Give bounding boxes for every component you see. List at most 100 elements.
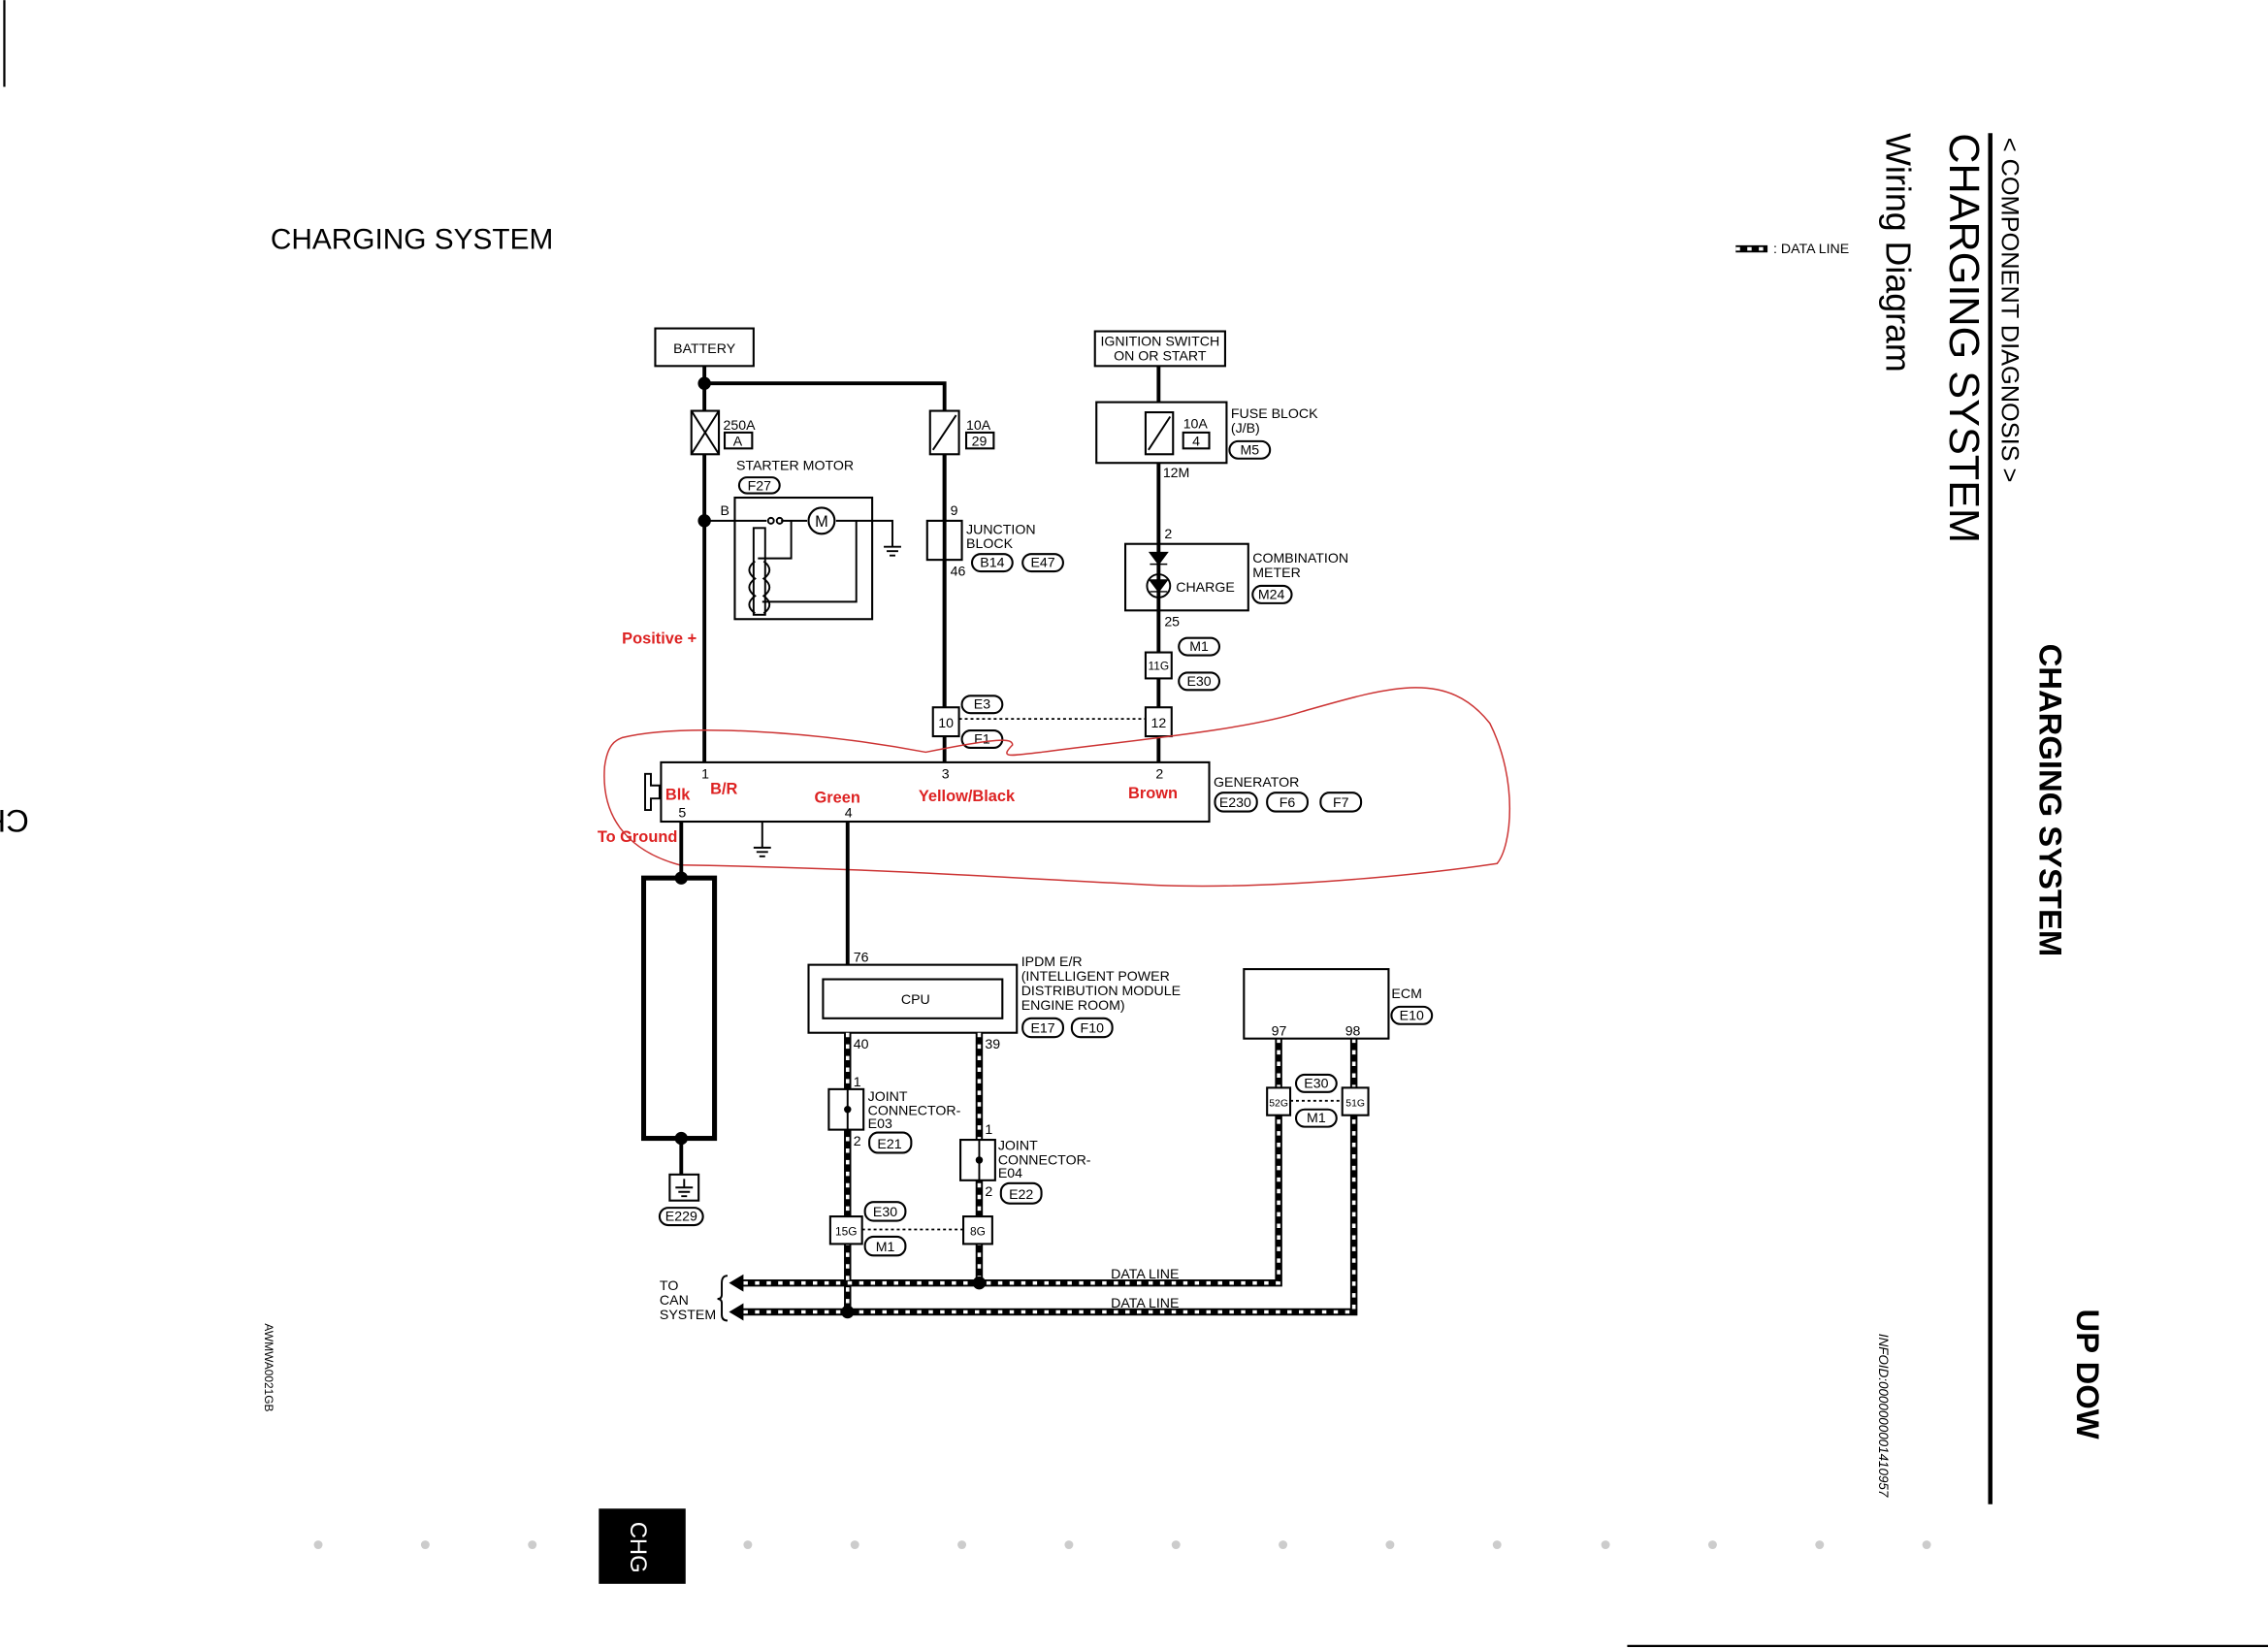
pin-label: 5 — [678, 806, 686, 822]
pin-label: 12 — [1150, 716, 1166, 731]
footer-tab-chg[interactable] — [599, 1508, 686, 1584]
pin-label: 25 — [1164, 615, 1180, 630]
pin-label: 2 — [854, 1134, 861, 1149]
pin-label: 1 — [985, 1122, 992, 1138]
ipdm-label: IPDM E/R — [1021, 954, 1083, 970]
pin-label: 40 — [854, 1037, 869, 1052]
to-can-label: CAN — [660, 1293, 689, 1309]
fuse-block-label: FUSE BLOCK — [1231, 406, 1318, 422]
legend-label: : DATA LINE — [1773, 242, 1849, 257]
jc-label: JOINT — [868, 1089, 908, 1105]
fuse-rating: 10A — [966, 418, 991, 434]
pin-label: 2 — [1164, 527, 1172, 542]
to-can-label: TO — [660, 1278, 678, 1294]
page-title: CHARGING SYSTEM — [271, 224, 554, 256]
connector-e3: E3 — [974, 697, 990, 713]
connector-m1: M1 — [876, 1240, 895, 1255]
figure-id: AWMWA0021GB — [262, 1323, 275, 1411]
connector-8g — [962, 1215, 993, 1245]
arrow-icon — [729, 1274, 744, 1321]
pin-label: 3 — [942, 766, 950, 782]
pin-label: 10 — [938, 716, 954, 731]
data-lines — [737, 1032, 1358, 1316]
pin-label: 8G — [970, 1224, 986, 1238]
pin-label: 15G — [835, 1224, 858, 1238]
pin-label: 97 — [1272, 1024, 1287, 1040]
annotation-positive: Positive + — [622, 630, 697, 648]
ground-cable — [640, 875, 718, 1142]
ipdm-label: DISTRIBUTION MODULE — [1021, 984, 1181, 999]
connector-e30: E30 — [873, 1205, 897, 1220]
connector-e230: E230 — [1219, 795, 1251, 811]
page-number: CHG-13 — [0, 803, 29, 839]
connector-f7: F7 — [1333, 795, 1349, 811]
pin-label: 4 — [845, 806, 853, 822]
joint-connector-e03 — [827, 1087, 865, 1131]
up-down-nav[interactable]: UP DOW — [2070, 1310, 2106, 1439]
connector-m1: M1 — [1307, 1111, 1326, 1126]
pin-label: 39 — [985, 1037, 1000, 1052]
fuse-id: 29 — [972, 434, 988, 449]
connector-m5: M5 — [1240, 442, 1259, 458]
jc-label: E04 — [998, 1166, 1022, 1181]
ignition-switch-box — [1093, 330, 1226, 368]
charge-lamp-label: CHARGE — [1176, 580, 1235, 596]
pin-label: 2 — [985, 1184, 992, 1200]
ecm-label: ECM — [1391, 986, 1421, 1002]
annotation-wire: Blk — [665, 787, 691, 804]
starter-label: STARTER MOTOR — [736, 459, 854, 474]
connector-12 — [1144, 706, 1173, 738]
pulley-icon — [644, 772, 661, 812]
connector-label: F27 — [748, 479, 772, 495]
ipdm-label: (INTELLIGENT POWER — [1021, 969, 1170, 985]
fuse-id: A — [733, 434, 743, 449]
pin-label: 51G — [1345, 1099, 1365, 1110]
diode-icon — [1148, 551, 1169, 566]
annotation-ground: To Ground — [598, 828, 678, 846]
ipdm-label: ENGINE ROOM) — [1021, 998, 1125, 1014]
ignition-label: ON OR START — [1114, 348, 1207, 364]
pin-label: 12M — [1163, 466, 1190, 481]
ecm-box — [1243, 968, 1390, 1040]
connector-e17: E17 — [1030, 1021, 1054, 1037]
cpu-box — [822, 978, 1004, 1019]
ground-icon — [753, 822, 771, 857]
pin-label: B — [721, 503, 729, 519]
pin-label: 9 — [951, 503, 958, 519]
connector-m24: M24 — [1258, 587, 1285, 602]
connector-15g — [828, 1215, 863, 1245]
meter-label: COMBINATION — [1252, 551, 1348, 566]
annotation-wire: Brown — [1128, 785, 1178, 802]
section-label: < COMPONENT DIAGNOSIS > — [1996, 138, 2024, 483]
battery-box — [654, 327, 755, 368]
splice-node — [697, 376, 711, 390]
connector-e229: E229 — [665, 1210, 697, 1225]
junction-label: BLOCK — [966, 536, 1014, 552]
motor-icon — [807, 506, 836, 535]
connector-11g — [1144, 651, 1173, 680]
pin-label: 98 — [1345, 1024, 1361, 1040]
cpu-label: CPU — [901, 992, 930, 1008]
connector-f1: F1 — [974, 731, 990, 747]
annotation-wire: B/R — [710, 781, 737, 798]
ground-icon — [675, 1179, 694, 1198]
motor-letter: M — [815, 513, 828, 531]
jc-label: JOINT — [998, 1138, 1038, 1153]
footer-tab-markers — [313, 1540, 1931, 1550]
brace — [717, 1275, 729, 1322]
jc-label: E03 — [868, 1116, 892, 1132]
connector-f27 — [737, 476, 781, 495]
solenoid-coil-icon — [748, 560, 771, 615]
pin-label: 46 — [951, 565, 966, 580]
pin-label: 76 — [854, 951, 869, 966]
annotation-wire: Green — [814, 790, 859, 807]
data-line-label: DATA LINE — [1111, 1267, 1179, 1282]
jc-label: CONNECTOR- — [998, 1152, 1091, 1168]
side-title: CHARGING SYSTEM — [2032, 644, 2068, 957]
fuse-rating: 250A — [724, 418, 757, 434]
connector-e21: E21 — [877, 1137, 901, 1152]
battery-label: BATTERY — [673, 341, 736, 357]
annotation-wire: Yellow/Black — [919, 788, 1016, 805]
starter-motor-box — [733, 496, 874, 621]
jc-label: CONNECTOR- — [868, 1104, 961, 1119]
